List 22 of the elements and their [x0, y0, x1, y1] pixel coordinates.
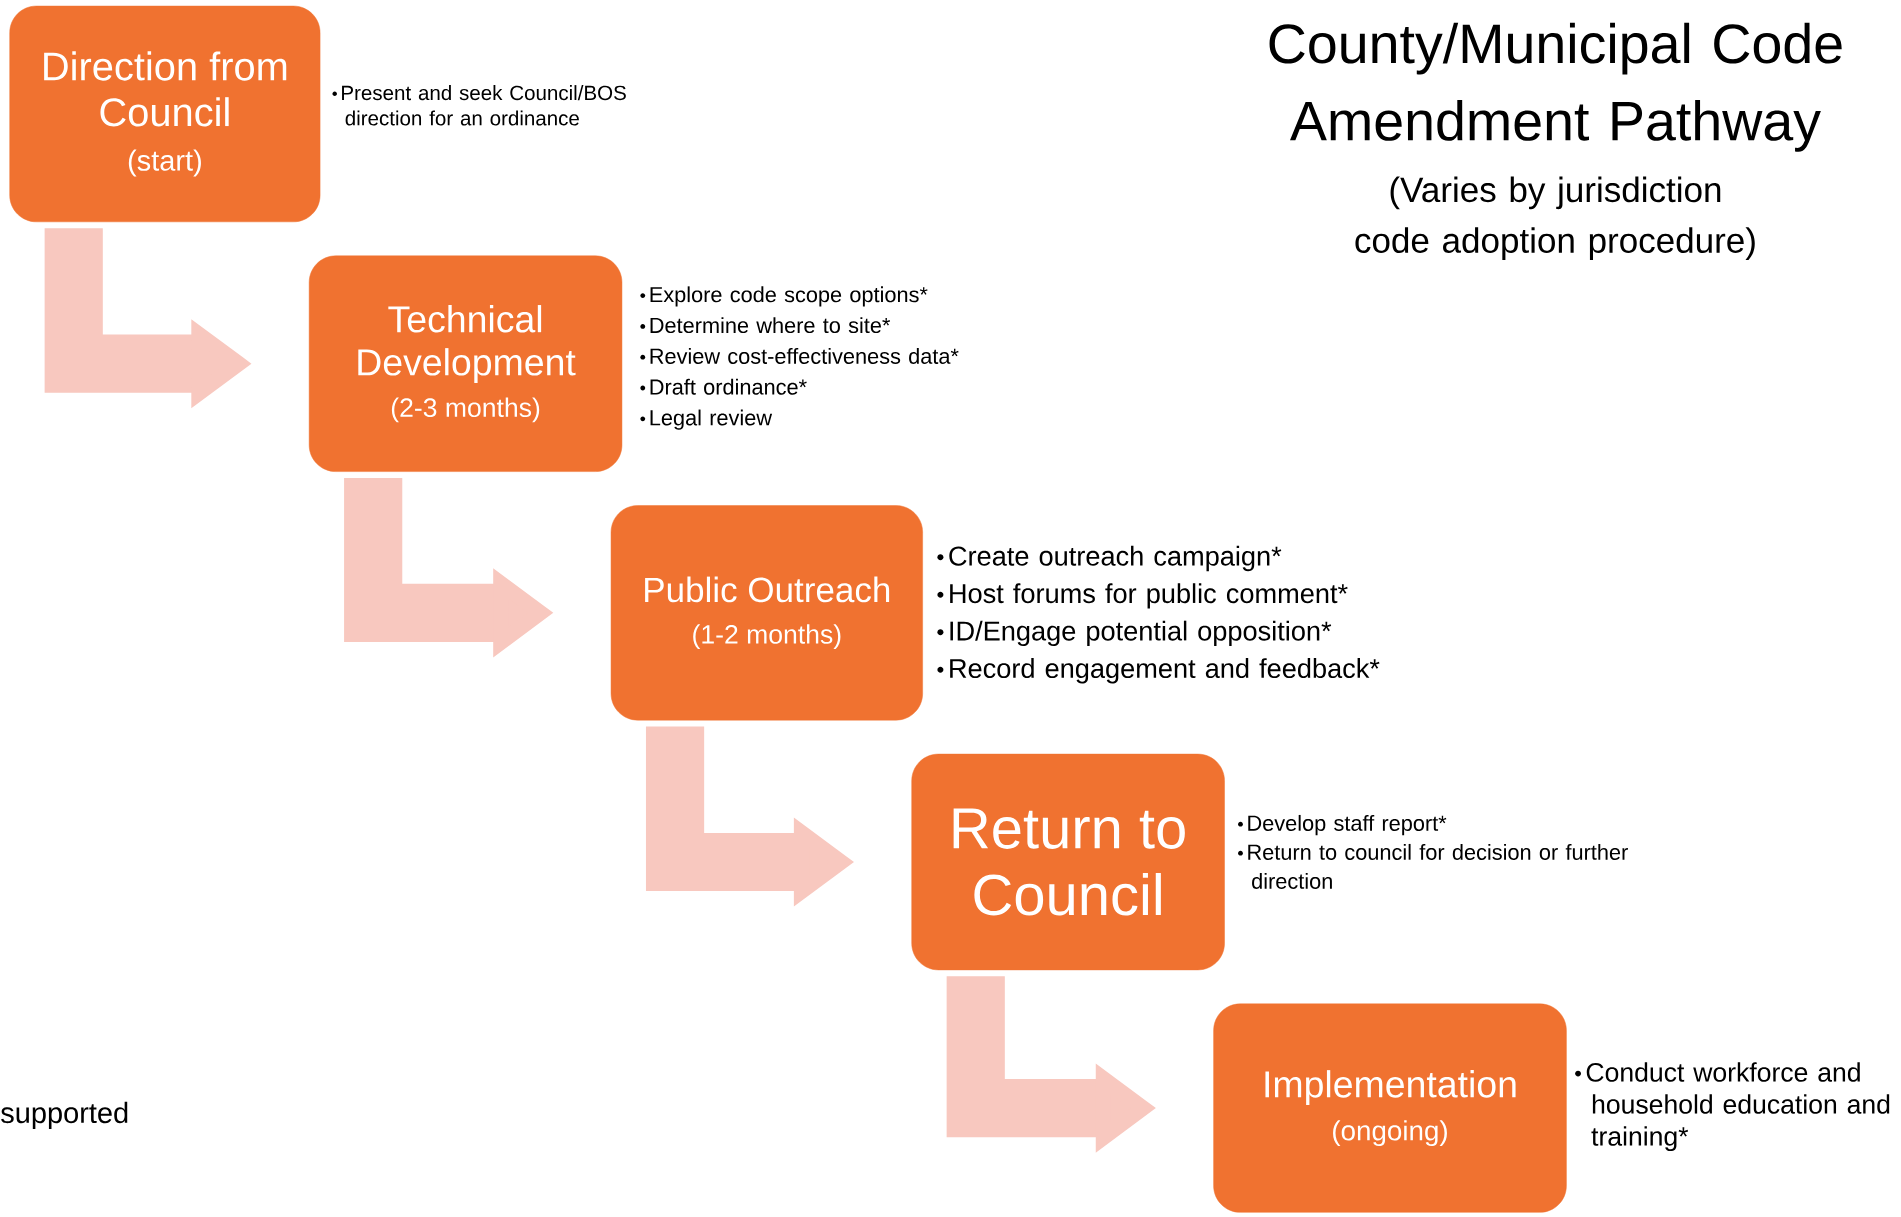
node-label: Legal review [650, 409, 773, 430]
process-box: Technical Development (2-3 months) [308, 255, 623, 472]
bullet-list: Conduct workforce and household education and training* [1575, 1062, 1890, 1151]
node-label: Host forums for public comment* [950, 583, 1348, 609]
bullet-list: Create outreach campaign* Host forums for public comment* ID/Engage potential opposition* Record engagement and feedback* [937, 545, 1380, 684]
node-label: Draft ordinance* [650, 378, 807, 395]
node-label: Determine where to site* [650, 317, 891, 333]
node-label: Review cost-effectiveness data* [650, 347, 959, 364]
bullet-list: Develop staff report* Return to council for decision or further direction [1238, 814, 1628, 889]
node-label: Explore code scope options* [650, 286, 928, 307]
node-label: Create outreach campaign* [949, 545, 1282, 572]
bullet-list: Present and seek Council/BOS direction for an ordinance [332, 85, 626, 126]
process-box: Public Outreach (1-2 months) [610, 505, 923, 721]
process-box: Direction from Council (start) [9, 5, 321, 222]
partial-text: supported [1, 1101, 128, 1129]
process-box: Implementation (ongoing) [1213, 1003, 1567, 1213]
bullet-list: Explore code scope options* Determine where to site* Review cost-effectiveness data* Draft ordinance* Legal review [640, 286, 959, 430]
node-label: Record engagement and feedback* [950, 658, 1380, 684]
title: County/Municipal Code Amendment Pathway [1269, 22, 1842, 152]
subtitle: (Varies by jurisdiction code adoption procedure) [1355, 176, 1755, 260]
process-box: Return to Council [911, 753, 1225, 971]
node-label: ID/Engage potential opposition* [950, 620, 1332, 646]
